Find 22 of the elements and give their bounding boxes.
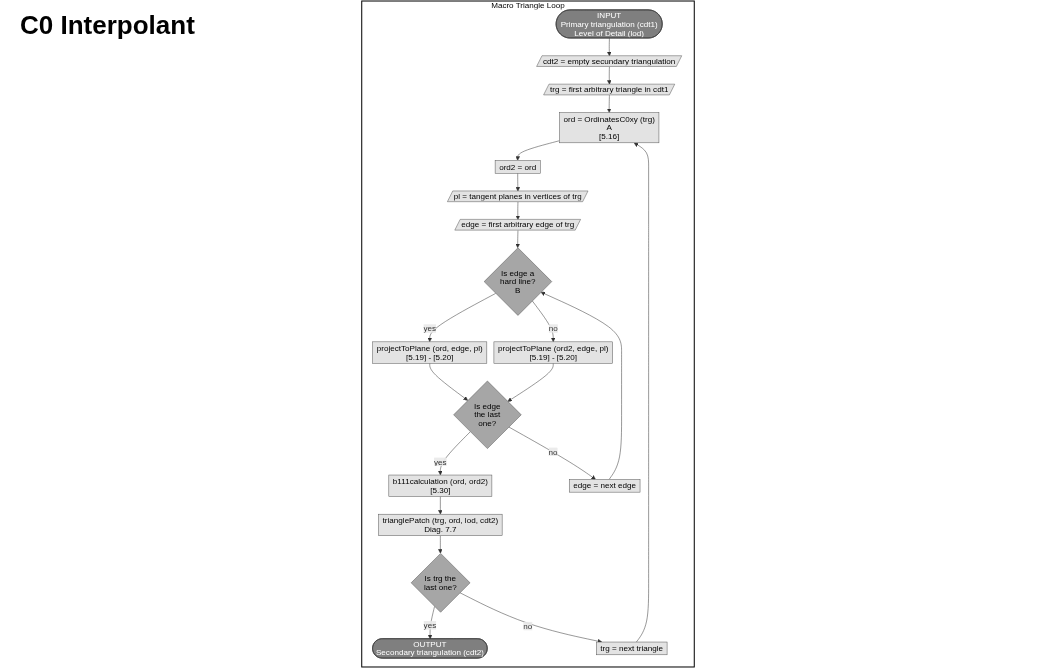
- node-box: edge = first arbitrary edge of trg: [454, 219, 581, 231]
- node-box: trg = first arbitrary triangle in cdt1: [543, 83, 676, 96]
- node-box: ord = OrdinatesC0xy (trg) A [5.16]: [559, 112, 660, 144]
- node-diamond: Is edge a hard line? B: [483, 247, 552, 316]
- node-box: projectToPlane (ord2, edge, pl) [5.19] - [5.20]: [493, 341, 613, 364]
- node-box: pl = tangent planes in vertices of trg: [447, 190, 589, 202]
- edge-label: no: [523, 621, 533, 631]
- node-box: cdt2 = empty secundary triangulation: [536, 55, 682, 67]
- node-box: ord2 = ord: [494, 160, 541, 174]
- edge-label: yes: [423, 621, 437, 630]
- edge-label: no: [548, 324, 558, 333]
- node-diamond: Is trg the last one?: [410, 553, 471, 613]
- node-box: b111calculation (ord, ord2) [5.30]: [388, 474, 493, 497]
- diagram-title: C0 Interpolant: [20, 10, 195, 41]
- node-box: trg = next triangle: [596, 641, 668, 656]
- node-box: edge = next edge: [569, 479, 641, 493]
- edge-label: yes: [434, 457, 447, 467]
- edge-label: no: [548, 447, 558, 457]
- node-box: projectToPlane (ord, edge, pl) [5.19] - [5.20]: [372, 341, 488, 364]
- edge-label: yes: [423, 324, 437, 333]
- node-box: trianglePatch (trg, ord, lod, cdt2) Diag. 7.7: [378, 513, 503, 536]
- node-diamond: Is edge the last one?: [453, 380, 522, 449]
